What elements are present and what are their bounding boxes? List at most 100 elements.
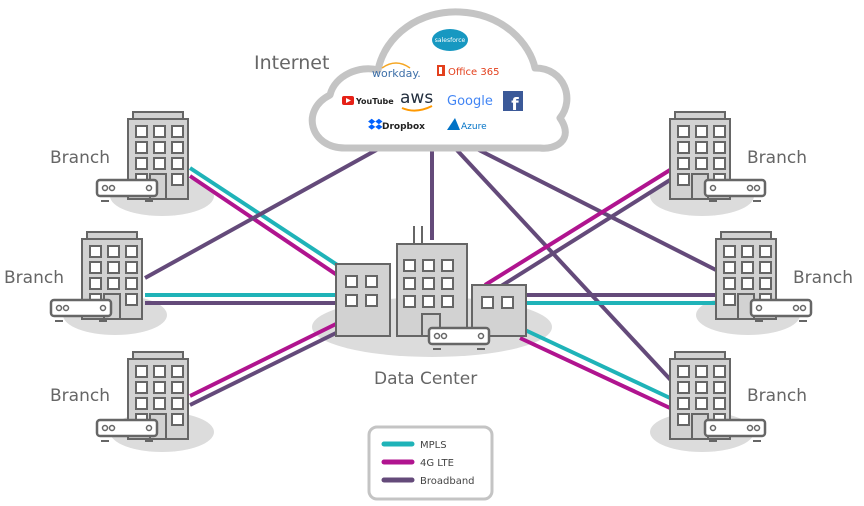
window bbox=[365, 294, 378, 307]
salesforce-label: salesforce bbox=[435, 37, 466, 44]
internet-label: Internet bbox=[254, 52, 329, 74]
google-logo: Google bbox=[447, 94, 493, 109]
window bbox=[171, 173, 184, 186]
branch-left-middle bbox=[49, 231, 143, 322]
window bbox=[403, 277, 416, 290]
window bbox=[171, 397, 184, 410]
branch-label-right-bottom: Branch bbox=[747, 386, 807, 406]
window bbox=[677, 125, 690, 138]
router-icon bbox=[703, 178, 767, 202]
window bbox=[677, 157, 690, 170]
window bbox=[677, 413, 690, 426]
window bbox=[171, 125, 184, 138]
branch-label-right-middle: Branch bbox=[793, 268, 853, 288]
window bbox=[125, 277, 138, 290]
window bbox=[713, 157, 726, 170]
window bbox=[759, 245, 772, 258]
link-lte-left-bottom bbox=[189, 321, 339, 398]
branch-label-left-bottom: Branch bbox=[50, 386, 110, 406]
router-icon bbox=[703, 418, 767, 442]
window bbox=[153, 157, 166, 170]
window bbox=[441, 295, 454, 308]
legend: MPLS 4G LTE Broadband bbox=[367, 425, 494, 501]
window bbox=[695, 365, 708, 378]
buildings bbox=[49, 111, 813, 442]
google-label: Google bbox=[447, 94, 493, 109]
aws-logo: aws bbox=[400, 88, 433, 112]
window bbox=[171, 413, 184, 426]
window bbox=[759, 277, 772, 290]
window bbox=[723, 261, 736, 274]
window bbox=[171, 157, 184, 170]
router-icon bbox=[49, 298, 113, 322]
azure-logo: Azure bbox=[447, 118, 487, 132]
azure-label: Azure bbox=[461, 122, 487, 132]
branch-right-top bbox=[669, 111, 767, 202]
legend-label-mpls: MPLS bbox=[420, 440, 447, 451]
legend-item-broadband: Broadband bbox=[381, 476, 475, 487]
office365-label: Office 365 bbox=[448, 67, 499, 78]
window bbox=[713, 141, 726, 154]
window bbox=[723, 245, 736, 258]
window bbox=[125, 293, 138, 306]
window bbox=[422, 277, 435, 290]
window bbox=[695, 397, 708, 410]
window bbox=[89, 261, 102, 274]
legend-label-broadband: Broadband bbox=[420, 476, 475, 487]
workday-label: workday. bbox=[372, 67, 421, 80]
youtube-logo: YouTube bbox=[342, 96, 394, 106]
window bbox=[677, 141, 690, 154]
window bbox=[713, 381, 726, 394]
window bbox=[125, 261, 138, 274]
router-icon bbox=[427, 326, 491, 350]
data-center-building-left bbox=[335, 263, 391, 337]
window bbox=[135, 365, 148, 378]
youtube-label: YouTube bbox=[355, 97, 394, 106]
window bbox=[153, 381, 166, 394]
window bbox=[481, 296, 494, 309]
salesforce-logo: salesforce bbox=[432, 29, 468, 51]
window bbox=[759, 261, 772, 274]
window bbox=[677, 397, 690, 410]
window bbox=[713, 365, 726, 378]
window bbox=[153, 365, 166, 378]
window bbox=[345, 275, 358, 288]
cloud-services: salesforce workday. Office 365 YouTube a… bbox=[342, 29, 523, 132]
data-center-building-main bbox=[396, 226, 468, 337]
data-center-label: Data Center bbox=[374, 369, 477, 389]
window bbox=[345, 294, 358, 307]
window bbox=[677, 365, 690, 378]
window bbox=[741, 261, 754, 274]
window bbox=[501, 296, 514, 309]
window bbox=[422, 259, 435, 272]
window bbox=[171, 141, 184, 154]
window bbox=[153, 141, 166, 154]
window bbox=[677, 173, 690, 186]
dropbox-logo: Dropbox bbox=[368, 118, 425, 132]
window bbox=[403, 295, 416, 308]
office-building-icon bbox=[81, 231, 143, 320]
window bbox=[135, 381, 148, 394]
link-broadband-right-top bbox=[488, 178, 672, 295]
window bbox=[713, 125, 726, 138]
window bbox=[695, 381, 708, 394]
window bbox=[695, 141, 708, 154]
data-center bbox=[335, 226, 527, 350]
legend-item-mpls: MPLS bbox=[381, 440, 447, 451]
window bbox=[125, 245, 138, 258]
cloud-shape bbox=[308, 8, 571, 152]
window bbox=[135, 397, 148, 410]
link-internet-right-middle bbox=[474, 146, 717, 272]
window bbox=[107, 277, 120, 290]
router-icon bbox=[749, 298, 813, 322]
window bbox=[89, 245, 102, 258]
window bbox=[441, 259, 454, 272]
branch-right-middle bbox=[715, 231, 813, 322]
link-lte-right-top bbox=[483, 168, 672, 287]
window bbox=[171, 365, 184, 378]
link-broadband-left-bottom bbox=[189, 330, 339, 407]
window bbox=[107, 245, 120, 258]
branch-label-right-top: Branch bbox=[747, 148, 807, 168]
window bbox=[695, 157, 708, 170]
